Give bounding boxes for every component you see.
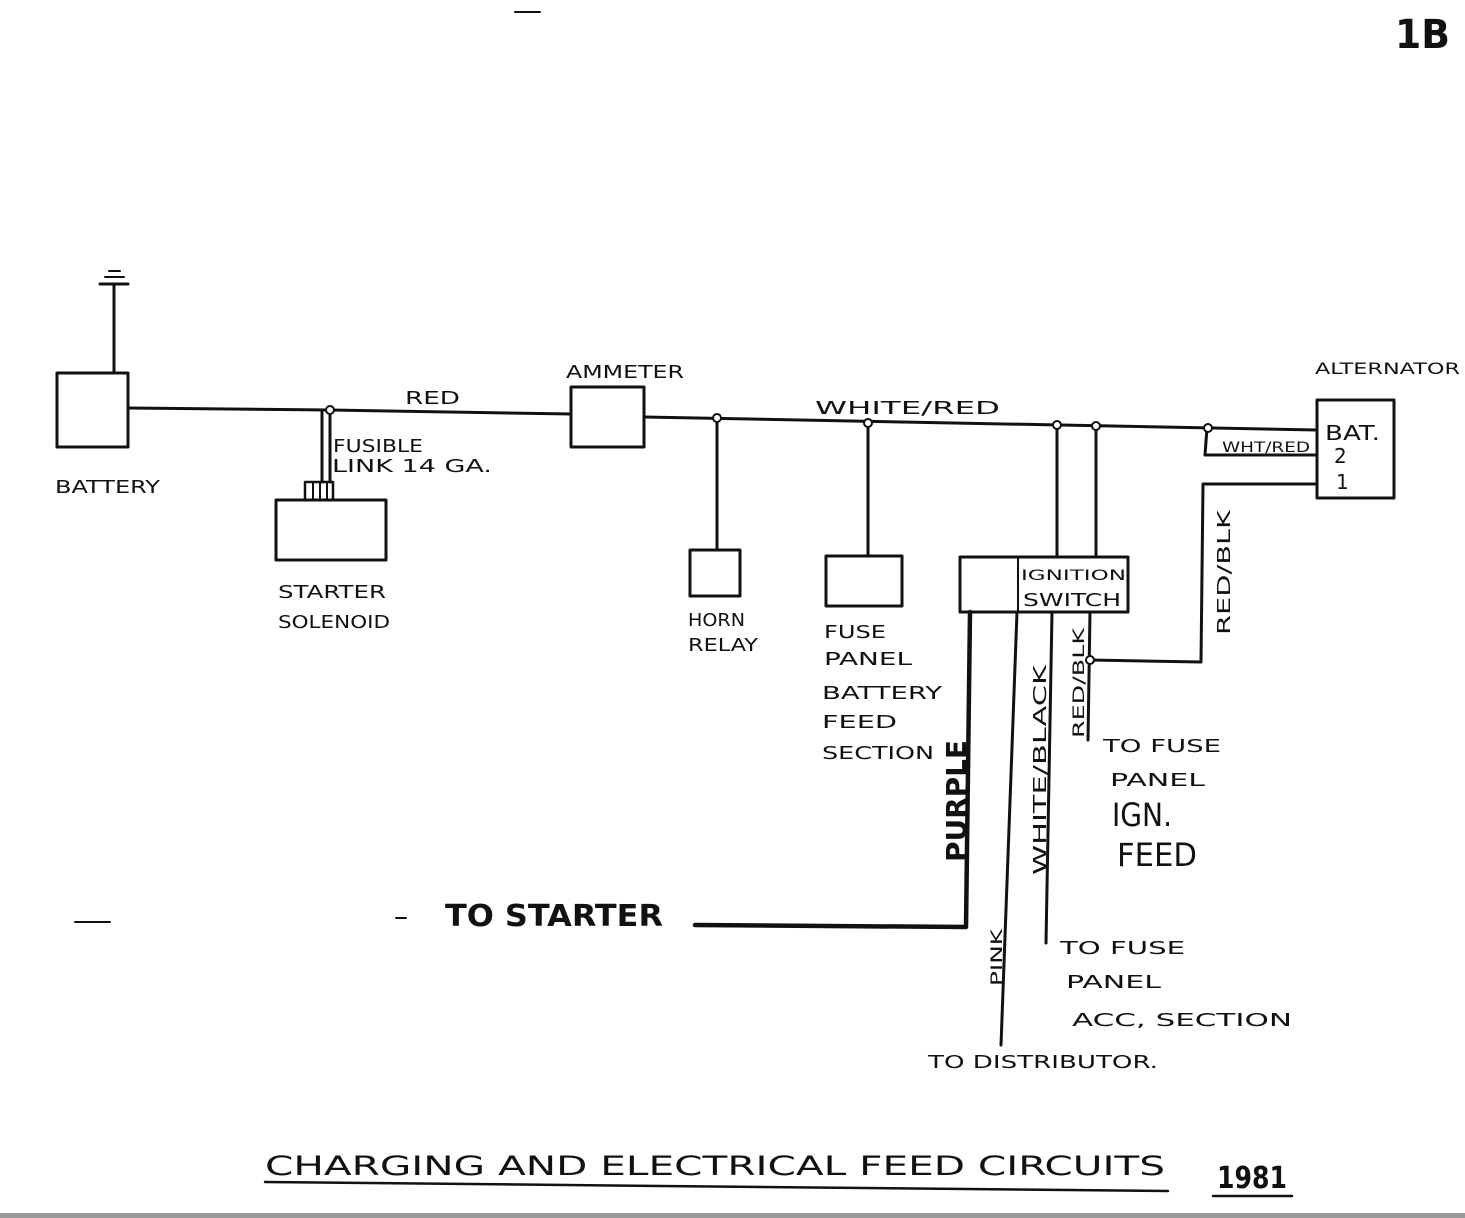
horn-relay-label: HORN [688,610,745,631]
ignition-switch-label: SWITCH [1023,590,1121,611]
junction-node [1203,423,1213,433]
white-red-wire-label: WHITE/RED [815,398,1000,419]
red-blk-alternator-wire-label: RED/BLK [1214,508,1235,635]
diagram-year: 1981 [1217,1161,1287,1196]
title-underline [263,1180,1170,1193]
battery-feed-section-label: FEED [822,712,897,733]
starter-solenoid-box [274,498,388,562]
acc-section-label: PANEL [1066,972,1161,993]
starter-solenoid-label: STARTER [278,582,386,603]
ground-symbol [98,270,130,374]
alternator-box [1315,398,1396,500]
white-black-wire [1044,610,1054,945]
acc-section-label: TO FUSE [1058,938,1185,959]
ammeter-box [569,385,646,449]
purple-wire [692,609,973,930]
white-black-wire-label: WHITE/BLACK [1030,663,1051,875]
red-blk-alternator-wire [1088,482,1319,664]
ign-feed-label: TO FUSE [1101,736,1221,757]
to-distributor-label: TO DISTRIBUTOR. [927,1052,1158,1073]
ammeter-label: AMMETER [566,362,684,383]
junction-node [1091,421,1101,431]
battery-box [55,371,130,449]
to-starter-label: TO STARTER [445,899,663,934]
junction-node [325,405,335,415]
fusible-link [303,408,335,502]
acc-section-label: ACC, SECTION [1072,1010,1292,1031]
red-blk-switch-wire-label: RED/BLK [1069,627,1088,738]
red-wire [328,408,573,416]
starter-solenoid-label: SOLENOID [278,612,390,633]
fuse-panel-label: FUSE [824,622,886,643]
junction-node [1085,655,1095,665]
junction-node [863,418,873,428]
ign-feed-label: FEED [1117,836,1197,874]
horn-relay-label: RELAY [688,635,759,656]
ign-feed-label: IGN. [1112,796,1172,834]
alternator-terminal-1: 1 [1336,470,1349,494]
ign-feed-label: PANEL [1110,770,1205,791]
fusible-link-label: FUSIBLE [333,436,423,457]
red-wire-label: RED [405,388,460,409]
battery-label: BATTERY [55,477,161,498]
horn-relay-box [688,548,742,598]
junction-node [712,413,722,423]
ignition-switch-label: IGNITION [1021,568,1126,584]
purple-wire-label: PURPLE [940,740,973,862]
battery-cable [126,406,332,412]
fuse-panel-box [824,554,904,608]
scan-edge [0,1213,1465,1218]
alternator-terminal-2: 2 [1334,444,1347,468]
junction-node [1052,420,1062,430]
diagram-title: CHARGING AND ELECTRICAL FEED CIRCUITS [265,1151,1165,1182]
wht-red-wire [1203,426,1319,457]
ignition-switch-box [958,555,1130,614]
alternator-terminal-bat: BAT. [1325,421,1380,445]
battery-feed-section-label: SECTION [822,743,934,764]
page-number: 1B [1395,12,1450,58]
fuse-panel-label: PANEL [824,649,912,670]
fusible-link-gauge-label: LINK 14 GA. [332,456,492,477]
pink-wire [999,610,1019,1047]
red-blk-switch-wire [1086,610,1092,742]
wht-red-wire-label: WHT/RED [1222,440,1310,456]
battery-feed-section-label: BATTERY [822,683,944,704]
alternator-label: ALTERNATOR [1315,359,1460,378]
pink-wire-label: PINK [987,928,1006,986]
